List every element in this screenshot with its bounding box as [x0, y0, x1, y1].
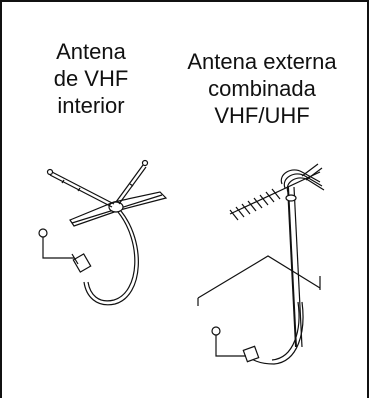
indoor-vhf-antenna-icon — [38, 159, 168, 306]
indoor-antenna-label: Antena de VHF interior — [53, 39, 129, 118]
outdoor-vhf-uhf-antenna-icon — [197, 163, 325, 365]
outdoor-antenna-label: Antena externa combinada VHF/UHF — [187, 49, 337, 128]
